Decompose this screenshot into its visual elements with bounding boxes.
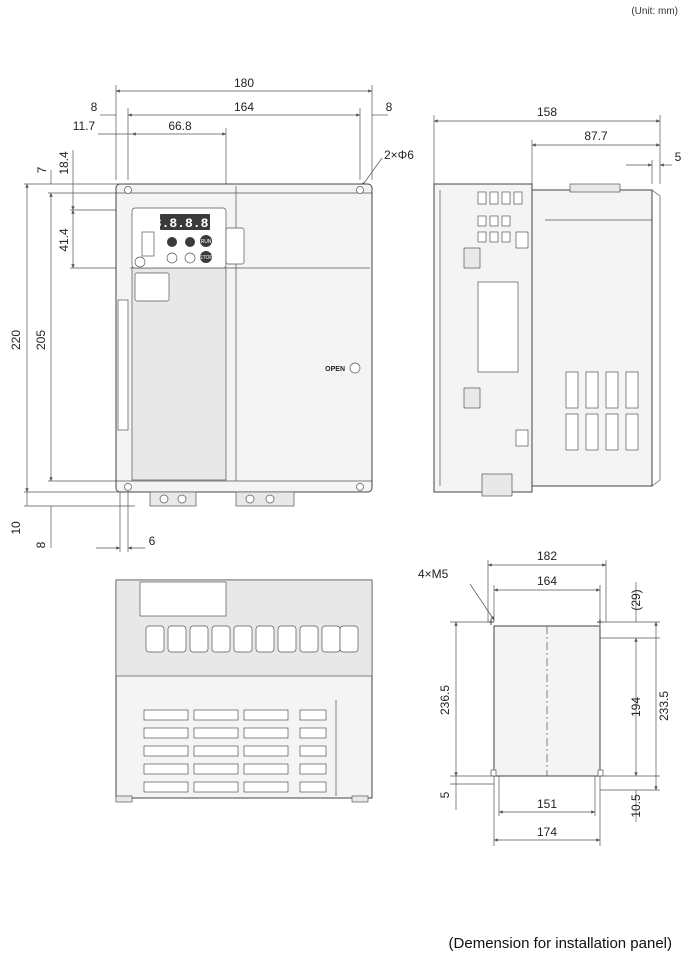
dim-6: 6 [149,534,156,548]
power-terminals [145,625,359,653]
dim-hole-label: 2×Φ6 [384,148,414,162]
dim-151: 151 [537,797,557,811]
led-display [160,214,210,230]
dim-220: 220 [9,330,23,350]
dial-knob [134,256,146,268]
dim-screw-label: 4×M5 [418,567,449,581]
side-latch-top [463,247,481,269]
bottom-view [115,579,373,803]
mount-hole-top-right [356,186,364,194]
dim-174: 174 [537,825,557,839]
dim-236-5: 236.5 [438,685,452,715]
dim-182: 182 [537,549,557,563]
side-top-clip [569,183,621,193]
dim-8-right: 8 [386,100,393,114]
dim-180: 180 [234,76,254,90]
dim-41-4: 41.4 [57,228,71,252]
dim-18-4: 18.4 [57,151,71,175]
keypad-button-3 [166,252,178,264]
open-screw [349,362,361,374]
dim-194: 194 [629,697,643,717]
keypad-button-4 [184,252,196,264]
keypad-clip [225,227,245,265]
keypad-stop-button [200,251,212,263]
panel-view: 182 164 4×M5 + + 236.5 5 (29) 194 233.5 … [418,549,671,846]
side-panel-window [477,281,519,373]
dim-158: 158 [537,105,557,119]
control-terminals [139,581,227,617]
side-latch-bottom [463,387,481,409]
dim-8-left: 8 [91,100,98,114]
terminal-cover [131,267,227,481]
keypad-button-1 [167,237,177,247]
side-slot [117,299,129,431]
stop-label: STOP [199,255,213,261]
dim-7: 7 [35,166,49,173]
dim-164: 164 [234,100,254,114]
dim-11-7: 11.7 [73,119,96,133]
led-display-text: 8.8.8.8. [154,216,216,231]
mount-hole-bottom-right [356,483,364,491]
dim-233-5: 233.5 [657,691,671,721]
side-vents-top [477,191,523,243]
mount-hole-top-left [124,186,132,194]
keypad-run-button [200,235,212,247]
unit-label: (Unit: mm) [631,6,678,17]
heatsink-vents [565,371,639,451]
side-bottom-terminal [481,473,513,497]
mount-hole-bottom-left [124,483,132,491]
dim-205: 205 [34,330,48,350]
dim-164-panel: 164 [537,574,557,588]
open-label: OPEN [325,366,345,373]
bottom-terminal-left [149,491,197,507]
caption: (Demension for installation panel) [448,935,672,952]
dim-10-5: 10.5 [629,794,643,818]
keypad-button-2 [185,237,195,247]
dim-87-7: 87.7 [584,129,608,143]
front-view: 180 164 8 8 11.7 66.8 2×Φ6 7 18.4 41. [9,76,414,552]
side-view: 158 87.7 5 [433,105,682,497]
dim-5-panel: 5 [438,791,452,798]
dim-66-8: 66.8 [168,119,192,133]
dimension-drawing: 180 164 8 8 11.7 66.8 2×Φ6 7 18.4 41. [9,76,682,846]
dim-8-bottom: 8 [34,541,48,548]
bottom-terminal-right [235,491,295,507]
run-label: RUN [201,239,212,245]
dim-5-side: 5 [675,150,682,164]
indicator-lamps [141,231,155,257]
bottom-vents [143,709,327,793]
cover-latch [134,272,170,302]
dim-29: (29) [629,589,643,610]
dim-10: 10 [9,521,23,535]
